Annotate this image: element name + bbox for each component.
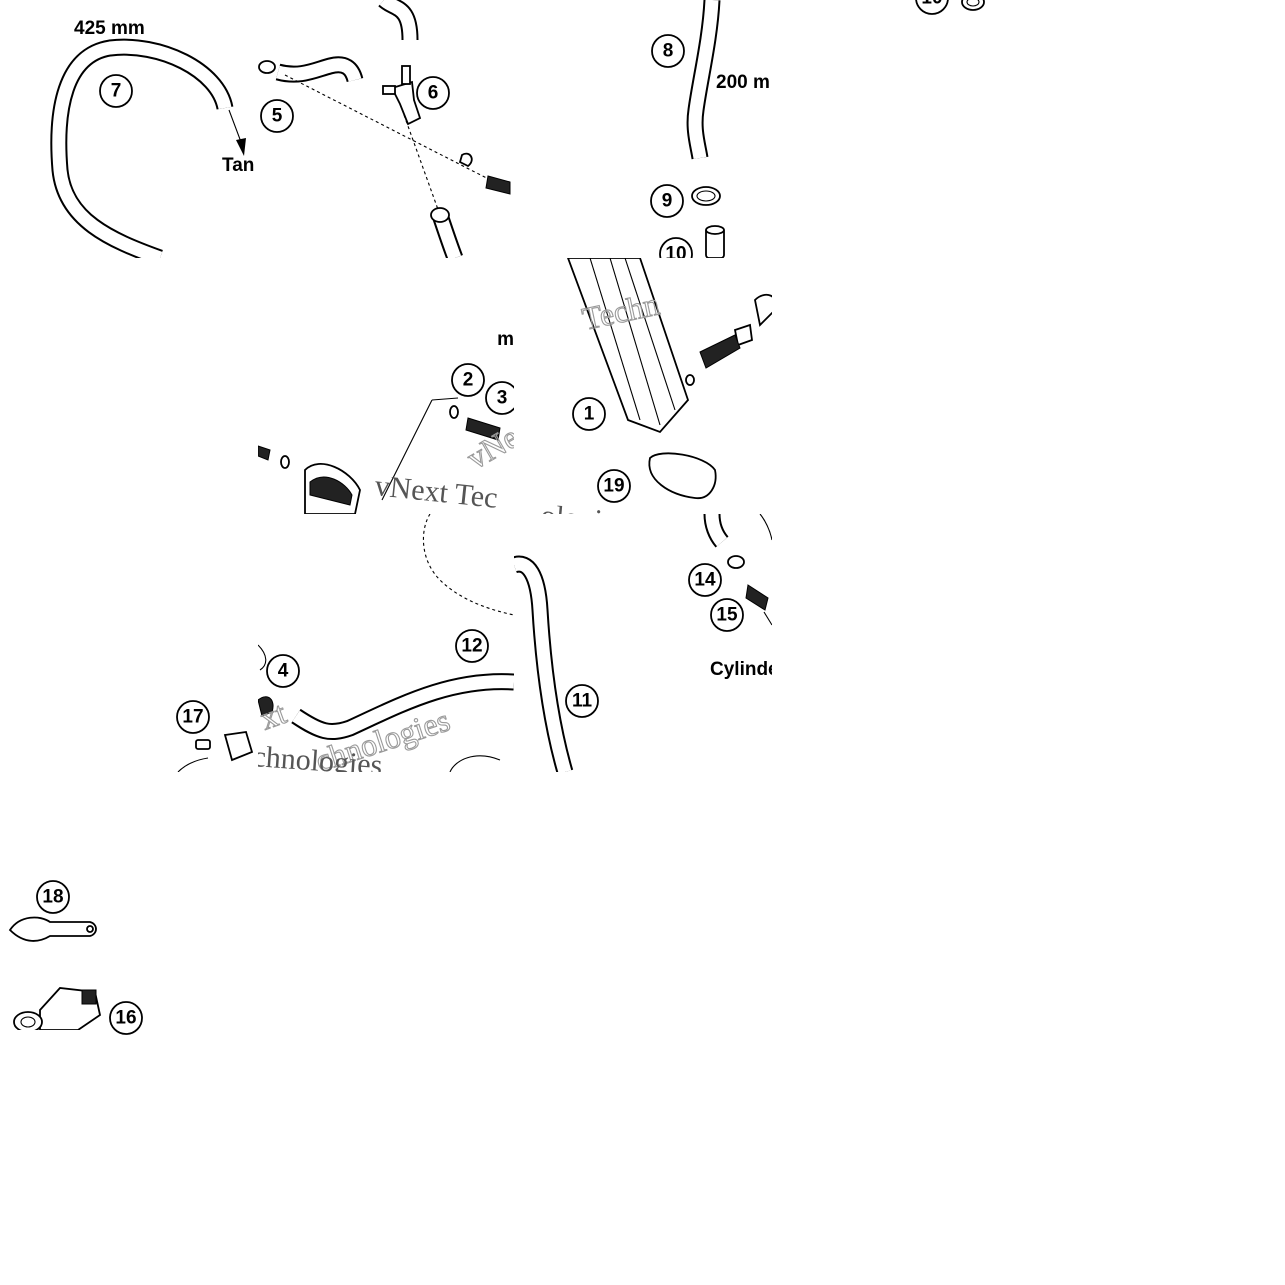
callout-18-number: 18 bbox=[42, 887, 63, 908]
callout-5-circle bbox=[260, 99, 294, 133]
callout-7-number: 7 bbox=[111, 81, 122, 102]
callout-14-number: 14 bbox=[694, 570, 716, 591]
length-label-mm: m bbox=[497, 329, 514, 350]
clamp-14-shape bbox=[727, 555, 745, 569]
callout-8-circle bbox=[651, 34, 685, 68]
tile-parts-1-19: Techn ologies bbox=[539, 258, 772, 539]
tile-parts-5-6 bbox=[258, 0, 511, 258]
callout-1-number: 1 bbox=[584, 404, 595, 425]
callout-3: 3 bbox=[485, 381, 514, 415]
callout-5: 5 bbox=[260, 99, 294, 133]
callout-10: 10 bbox=[659, 237, 693, 265]
callout-5-number: 5 bbox=[272, 106, 283, 127]
callout-16-number: 16 bbox=[115, 1008, 136, 1029]
callout-14: 14 bbox=[688, 563, 722, 597]
callout-10-top-number: 10 bbox=[921, 0, 942, 9]
callout-17-number: 17 bbox=[182, 707, 203, 728]
callout-18-circle bbox=[36, 880, 70, 914]
tee-fitting bbox=[390, 80, 422, 126]
callout-17: 17 bbox=[176, 700, 210, 734]
part-1-shape bbox=[567, 258, 690, 434]
callout-7-circle bbox=[99, 74, 133, 108]
callout-8: 8 bbox=[651, 34, 685, 68]
callout-16-circle bbox=[109, 1001, 143, 1035]
callout-12: 12 bbox=[455, 629, 489, 663]
callout-12-circle bbox=[455, 629, 489, 663]
callout-14-circle bbox=[688, 563, 722, 597]
tank-arrow-head bbox=[236, 138, 246, 156]
length-label-425: 425 mm bbox=[74, 18, 145, 39]
callout-15: 15 bbox=[710, 598, 744, 632]
callout-18: 18 bbox=[36, 880, 70, 914]
watermark-5: xt bbox=[255, 694, 291, 736]
callout-9-number: 9 bbox=[662, 191, 673, 212]
cylinder-label: Cylinde bbox=[710, 659, 779, 680]
callout-11: 11 bbox=[565, 684, 599, 718]
callout-19-circle bbox=[597, 469, 631, 503]
tank-label-a: Tan bbox=[222, 155, 254, 176]
callout-2: 2 bbox=[451, 363, 485, 397]
tank-arrow-line bbox=[228, 109, 242, 143]
watermark-4: ologies bbox=[539, 499, 628, 539]
callout-11-circle bbox=[565, 684, 599, 718]
part-4-shape bbox=[258, 696, 274, 717]
connector-15-shape bbox=[745, 584, 769, 611]
callout-12-number: 12 bbox=[461, 636, 482, 657]
callout-19: 19 bbox=[597, 469, 631, 503]
watermark-2: vNext Tec bbox=[373, 469, 499, 515]
callout-17-circle bbox=[176, 700, 210, 734]
callout-10-number: 10 bbox=[665, 244, 686, 265]
tank-label-b: k bbox=[0, 412, 7, 433]
callout-15-circle bbox=[710, 598, 744, 632]
part-18-shape bbox=[8, 916, 97, 942]
tile-parts-11-14-15: Cylinde bbox=[514, 514, 779, 772]
callout-2-circle bbox=[451, 363, 485, 397]
callout-16: 16 bbox=[109, 1001, 143, 1035]
callout-15-number: 15 bbox=[716, 605, 738, 626]
tile-parts-2-3: m vNe vNext Tec bbox=[258, 329, 514, 515]
callout-6-number: 6 bbox=[428, 83, 439, 104]
callout-1-circle bbox=[572, 397, 606, 431]
tile-hose-7: 425 mm Tan bbox=[50, 18, 254, 258]
tile-part-10-top bbox=[961, 0, 985, 11]
callout-4: 4 bbox=[266, 654, 300, 688]
callout-8-number: 8 bbox=[663, 41, 674, 62]
callout-2-number: 2 bbox=[463, 370, 474, 391]
callout-4-circle bbox=[266, 654, 300, 688]
callout-10-top: 10 bbox=[915, 0, 949, 15]
part-19-shape bbox=[648, 452, 717, 499]
part-17-shape bbox=[223, 730, 254, 762]
callout-9: 9 bbox=[650, 184, 684, 218]
callout-1: 1 bbox=[572, 397, 606, 431]
callout-10-circle bbox=[659, 237, 693, 258]
callout-3-number: 3 bbox=[497, 388, 508, 409]
callout-11-number: 11 bbox=[572, 691, 593, 712]
callout-9-circle bbox=[650, 184, 684, 218]
tile-parts-16-18 bbox=[8, 916, 102, 1030]
callout-10-top-circle bbox=[915, 0, 949, 15]
clamp-9-shape bbox=[691, 186, 721, 206]
part-3-shape bbox=[465, 417, 501, 441]
callout-6: 6 bbox=[416, 76, 450, 110]
callout-3-circle bbox=[485, 381, 514, 415]
callout-19-number: 19 bbox=[603, 476, 624, 497]
callout-4-number: 4 bbox=[278, 661, 289, 682]
tile-parts-8-9-10: 200 m bbox=[686, 0, 770, 258]
length-label-200: 200 m bbox=[716, 72, 770, 93]
callout-7: 7 bbox=[99, 74, 133, 108]
callout-6-circle bbox=[416, 76, 450, 110]
part-connector-shape bbox=[699, 334, 741, 369]
tile-part-17: k bbox=[0, 412, 254, 772]
